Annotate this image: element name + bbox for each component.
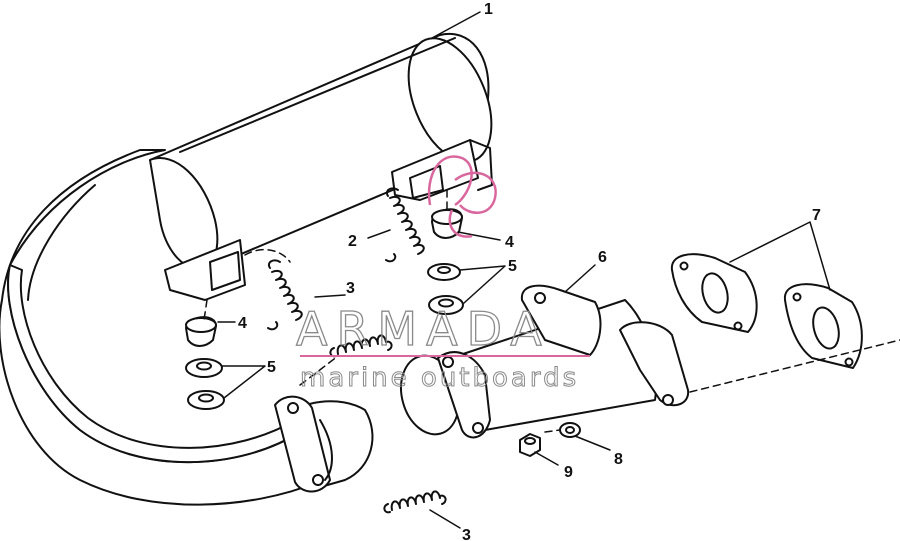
callout-labels: 1 2 3 3 4 4 5 5 6 7 8 9 [238,1,821,541]
callout-2: 2 [348,233,357,250]
watermark-subtitle: marine outboards [300,363,579,393]
callout-7: 7 [812,207,821,224]
washer-8 [559,422,581,438]
callout-8: 8 [614,451,623,468]
nut-9 [519,433,541,457]
spring-3-lower [383,490,447,514]
exhaust-pipe [400,284,690,439]
callout-4-right: 4 [505,234,514,251]
washer-left-upper [185,358,223,378]
gasket-b [783,283,863,369]
watermark-title: ARMADA [296,302,551,356]
callout-3-upper: 3 [346,280,355,297]
callout-1: 1 [484,1,493,18]
callout-4-left: 4 [238,315,247,332]
washer-right-lower [428,295,464,315]
pipe-flange-left [437,351,491,439]
callout-3-lower: 3 [462,527,471,541]
washer-right-upper [427,263,461,281]
spring-3-upper [267,259,303,331]
callout-5-right: 5 [508,258,517,275]
washer-left-lower [187,390,225,410]
gasket-a [670,253,758,333]
rubber-plug-left [185,316,217,347]
watermark-logo: ARMADA marine outboards [295,155,590,394]
watermark-emblem-icon [427,155,497,238]
spring-2 [385,187,425,263]
pipe-end-left [274,395,374,493]
muffler-assembly [0,32,493,506]
callout-6: 6 [598,249,607,266]
callout-9: 9 [564,464,573,481]
callout-5-left: 5 [267,359,276,376]
